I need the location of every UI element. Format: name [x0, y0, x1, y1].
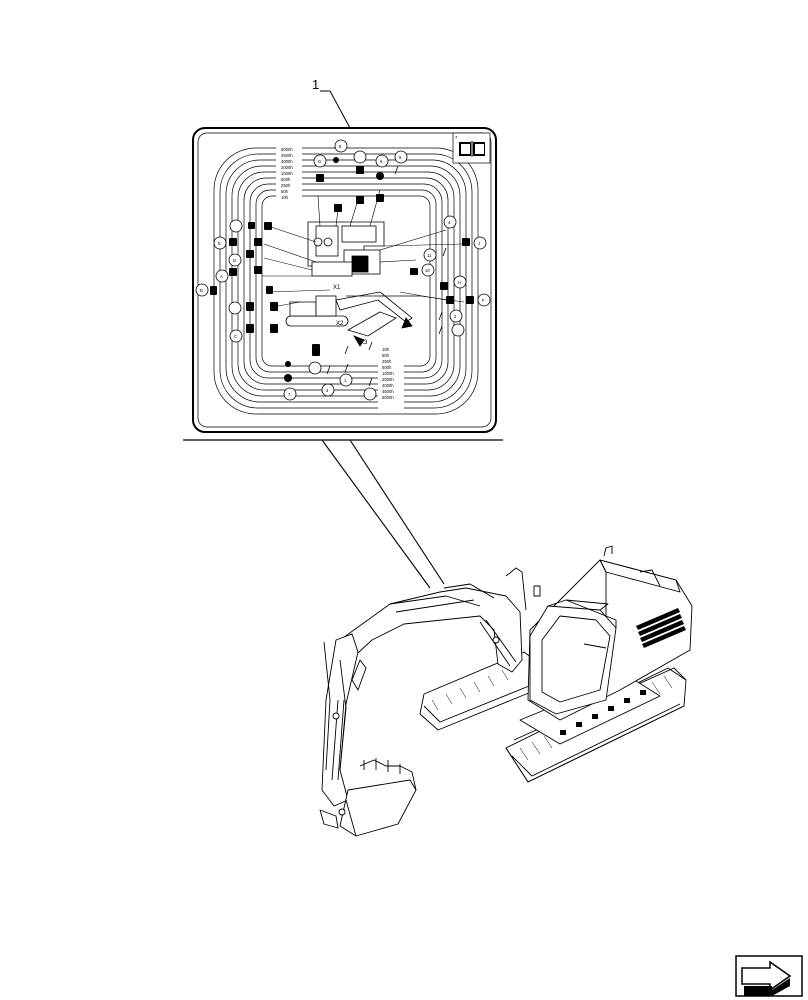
circled-number-markers [228, 139, 465, 401]
interval-label: 500h [281, 177, 291, 182]
decal-tag: 7 [455, 135, 458, 140]
interval-label: 250h [281, 183, 291, 188]
operator-manual-icon: 7 [452, 132, 491, 164]
maintenance-symbols [210, 155, 474, 382]
interval-label: 10h [281, 195, 289, 200]
marker-number: 9 [399, 155, 402, 160]
circled-letter-texts: A B C D E F G H J [200, 159, 485, 339]
interval-label: 2000h [281, 165, 293, 170]
marker-letter: D [233, 258, 236, 263]
marker-letter: F [482, 298, 485, 303]
interval-label: 4000h [382, 383, 394, 388]
interval-label: 4000h [281, 159, 293, 164]
circled-number-texts: 1 2 3 4 6 7 8 9 10 11 [288, 144, 457, 397]
interval-label: 4500h [281, 153, 293, 158]
marker-number: 2 [454, 314, 457, 319]
callout-leader [320, 90, 351, 129]
circled-letter-markers [195, 154, 491, 343]
next-page-arrow-icon[interactable] [735, 955, 803, 997]
lube-point-labels: X1 X2 X3 [333, 285, 368, 346]
marker-number: 8 [339, 144, 342, 149]
maintenance-decal: 5000h 4500h 4000h 2000h 1000h 500h 250h … [192, 127, 497, 433]
machine-boom-view [346, 311, 397, 347]
marker-letter: G [318, 159, 321, 164]
interval-label: 4500h [382, 389, 394, 394]
marker-number: 10 [425, 268, 430, 273]
marker-number: 7 [288, 392, 291, 397]
marker-letter: J [478, 241, 480, 246]
x-label: X2 [336, 321, 344, 327]
interval-label: 50h [382, 353, 390, 358]
interval-label: 5000h [281, 147, 293, 152]
marker-number: 11 [427, 253, 432, 258]
marker-letter: H [458, 280, 461, 285]
marker-letter: A [220, 274, 223, 279]
interval-label: 1000h [281, 171, 293, 176]
item-callout-number: 1 [312, 77, 319, 92]
interval-label: 500h [382, 365, 392, 370]
marker-number: 1 [344, 378, 347, 383]
filter-marks [326, 165, 447, 387]
marker-number: 6 [380, 159, 383, 164]
interval-label: 1000h [382, 371, 394, 376]
interval-label: 5000h [382, 395, 394, 400]
interval-label: 50h [281, 189, 289, 194]
x-label: X3 [360, 340, 368, 346]
machine-side-view [285, 291, 420, 329]
marker-letter: E [218, 241, 221, 246]
interval-labels-bottom: 10h 50h 250h 500h 1000h 2000h 4000h 4500… [378, 345, 404, 411]
interval-label: 250h [382, 359, 392, 364]
interval-label: 2000h [382, 377, 394, 382]
marker-letter: B [200, 288, 203, 293]
interval-labels-top: 5000h 4500h 4000h 2000h 1000h 500h 250h … [276, 145, 302, 209]
interval-label: 10h [382, 347, 390, 352]
marker-number: 3 [326, 388, 329, 393]
location-leader-lines [321, 439, 445, 589]
marker-letter: C [234, 334, 237, 339]
excavator-illustration [319, 545, 693, 837]
decal-leader-lines [262, 189, 465, 307]
x-label: X1 [333, 285, 341, 291]
marker-number: 4 [448, 220, 451, 225]
